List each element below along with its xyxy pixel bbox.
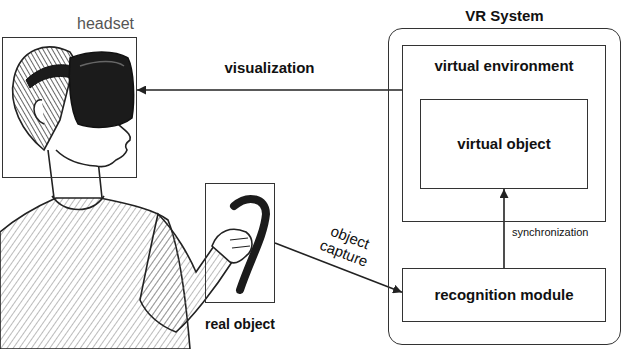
environment-box: virtual object virtual environment xyxy=(402,45,606,222)
face-profile xyxy=(56,124,130,167)
headset-visor xyxy=(69,52,133,127)
real-object-frame: real object xyxy=(205,183,275,303)
arrow-connector xyxy=(137,89,402,91)
process-box: recognition module xyxy=(402,268,606,322)
box-heading: VR System xyxy=(389,7,620,24)
box-label: virtual object xyxy=(457,135,550,152)
box-heading: headset xyxy=(39,15,172,33)
box-heading: real object xyxy=(205,316,275,332)
sweater-collar xyxy=(52,196,104,210)
hair xyxy=(13,47,75,150)
connector-label: synchronization xyxy=(510,226,590,239)
headset-highlight xyxy=(80,62,124,67)
system-container: virtual object virtual environment recogni… xyxy=(388,28,621,345)
headset-frame: headset xyxy=(2,37,137,178)
hand xyxy=(212,229,252,262)
object-box: virtual object xyxy=(420,99,588,189)
ear xyxy=(34,100,44,124)
arrow-connector xyxy=(503,189,505,268)
box-label: virtual environment xyxy=(403,57,605,74)
connector-label: object capture xyxy=(309,217,385,274)
headset-strap xyxy=(26,65,72,88)
connector-label: visualization xyxy=(222,59,316,76)
fingers xyxy=(230,238,250,248)
sleeve xyxy=(140,214,232,332)
box-label: recognition module xyxy=(434,286,573,303)
controller xyxy=(234,199,266,290)
